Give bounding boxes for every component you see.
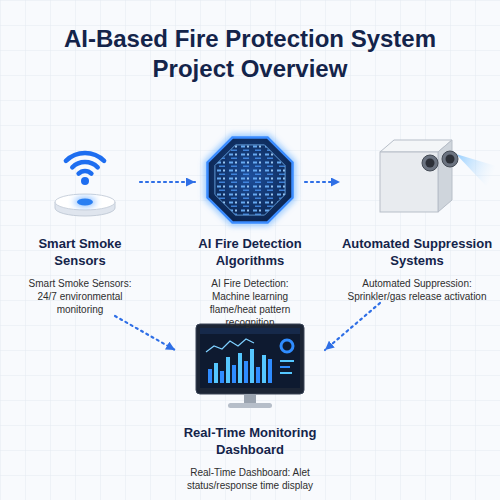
nozzle-opening	[446, 155, 455, 164]
component-description: Real-Time Dashboard: Alet status/respons…	[175, 466, 325, 492]
flow-arrow	[305, 181, 340, 183]
line-chart	[206, 339, 254, 352]
panel-line	[280, 372, 292, 374]
sensor-light	[77, 199, 93, 206]
component-heading: AI Fire Detection Algorithms	[195, 235, 305, 269]
screen-header	[200, 328, 300, 334]
octagon-shape	[208, 138, 293, 223]
monitor-frame	[196, 324, 304, 394]
nozzle	[442, 151, 458, 167]
smoke-sensor-icon	[55, 153, 115, 216]
spray-jet	[456, 154, 496, 188]
component-heading: Automated Suppression Systems	[340, 235, 494, 269]
dashboard-monitor-icon	[196, 324, 304, 408]
monitor-screen	[200, 328, 300, 388]
monitor-base	[228, 403, 272, 408]
donut-chart	[281, 340, 293, 352]
suppression-unit-icon	[380, 140, 496, 212]
panel-line	[280, 360, 294, 362]
component-node: Automated Suppression SystemsAutomated S…	[340, 135, 494, 303]
unit-front	[380, 152, 438, 212]
component-description: Smart Smoke Sensors: 24/7 environmental …	[20, 277, 140, 316]
component-heading: Real-Time Monitoring Dashboard	[175, 424, 325, 458]
nozzle-opening	[426, 159, 435, 168]
flow-arrow	[140, 181, 195, 183]
component-heading: Smart Smoke Sensors	[20, 235, 140, 269]
nozzle	[422, 155, 438, 171]
component-description: Automated Suppression: Sprinkler/gas rel…	[340, 277, 494, 303]
signal-dot	[81, 177, 89, 185]
binary-pattern	[215, 145, 285, 215]
diagram-title: AI-Based Fire Protection System Project …	[40, 24, 460, 84]
monitor-stand	[244, 394, 256, 404]
ai-chip-icon	[208, 138, 293, 223]
sensor-light-glow	[74, 197, 96, 207]
octagon-glow	[208, 138, 293, 223]
signal-wave	[72, 162, 97, 167]
signal-wave	[66, 153, 104, 161]
component-node: AI Fire Detection Algorithms AI Fire Dete…	[195, 135, 305, 329]
panel-line	[280, 366, 290, 368]
bar-chart	[208, 349, 272, 383]
flow-arrow	[115, 316, 175, 350]
flow-arrow	[325, 303, 380, 350]
signal-wave	[79, 171, 92, 174]
component-description: AI Fire Detection: Machine learning flam…	[195, 277, 305, 329]
sensor-puck-top	[55, 194, 115, 210]
component-node: Real-Time Monitoring DashboardReal-Time …	[175, 320, 325, 492]
component-node: Smart Smoke SensorsSmart Smoke Sensors: …	[20, 135, 140, 316]
